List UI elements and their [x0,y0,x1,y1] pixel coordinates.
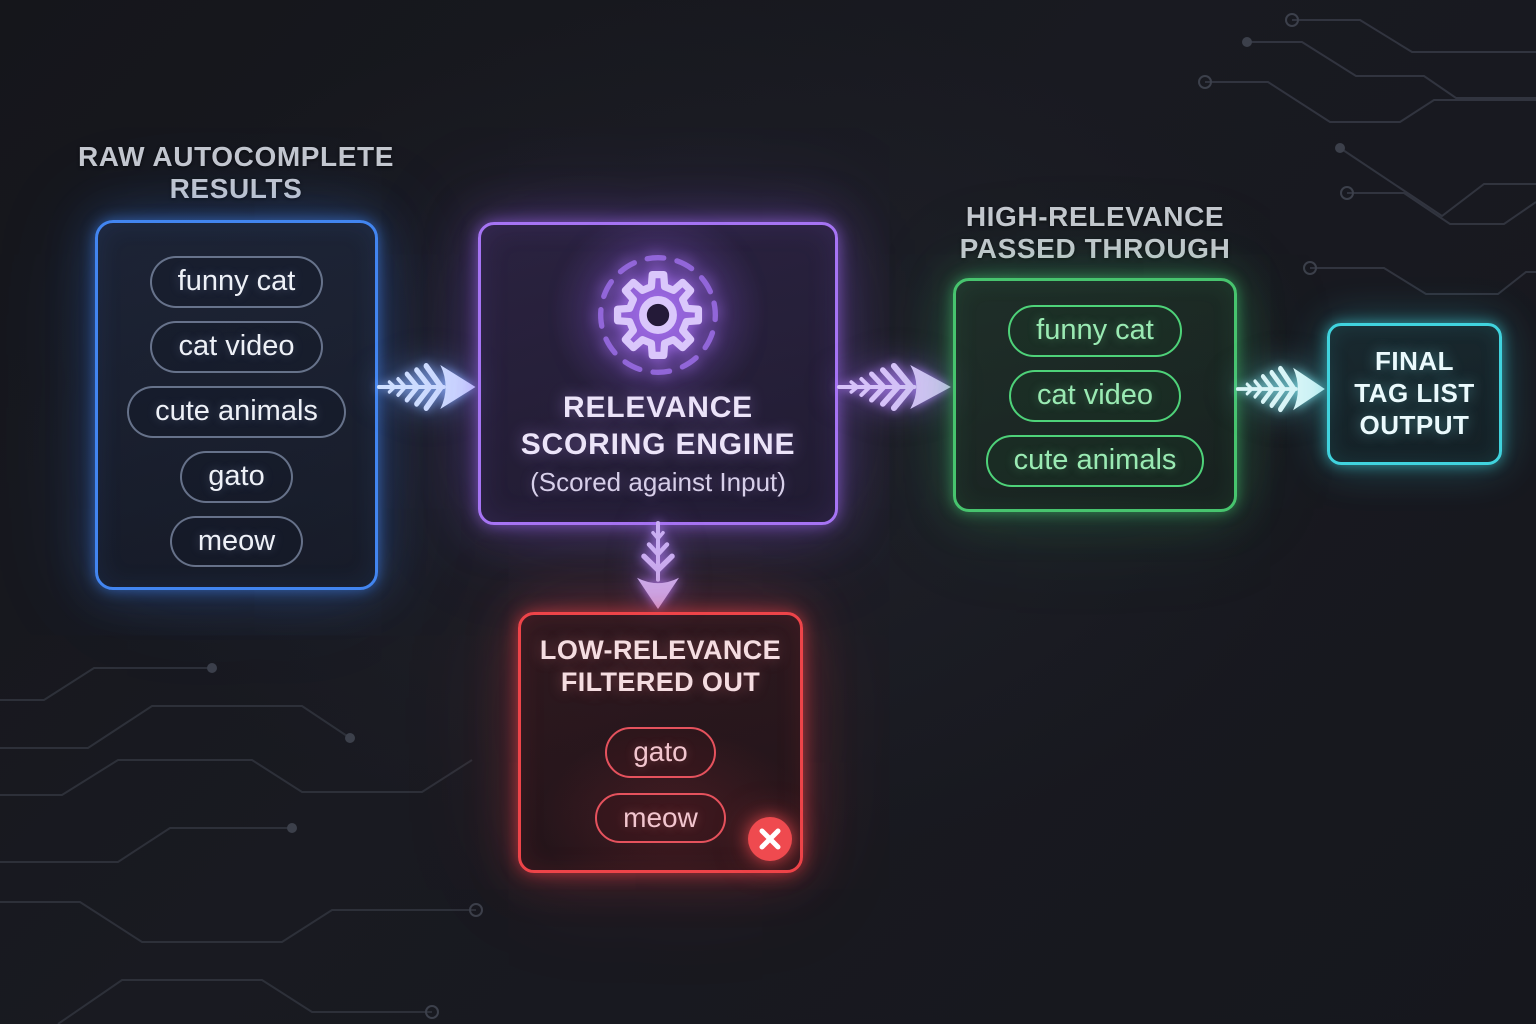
tag-funny-cat: funny cat [1008,305,1182,357]
arrow-engine-to-high [837,363,951,411]
final-output-title-line3: OUTPUT [1359,409,1470,440]
raw-results-box: funny cat cat video cute animals gato me… [95,220,378,590]
scoring-engine-title-line1: RELEVANCE [562,391,753,424]
arrow-raw-to-engine [377,363,476,411]
high-relevance-label-line1: HIGH-RELEVANCE [965,201,1225,232]
final-output-title: FINAL TAG LIST OUTPUT [1354,346,1475,441]
low-relevance-title: LOW-RELEVANCE FILTERED OUT [540,635,781,699]
tag-cute-animals: cute animals [127,385,346,438]
tag-gato: gato [605,726,716,778]
arrow-high-to-final [1236,365,1325,413]
x-circle-icon [748,817,792,861]
low-relevance-box: LOW-RELEVANCE FILTERED OUT gato meow [518,612,803,873]
tag-cat-video: cat video [1008,369,1182,422]
scoring-engine-box: RELEVANCE SCORING ENGINE (Scored against… [478,222,838,525]
raw-results-label: RAW AUTOCOMPLETE RESULTS [66,141,406,206]
final-output-title-line1: FINAL [1374,346,1455,377]
tag-meow: meow [169,515,304,568]
high-relevance-label-line2: PASSED THROUGH [959,233,1231,265]
arrow-engine-to-low [637,521,679,610]
tag-funny-cat: funny cat [149,256,324,308]
raw-results-label-line1: RAW AUTOCOMPLETE [77,141,395,172]
scoring-engine-title: RELEVANCE SCORING ENGINE [521,389,796,463]
scoring-engine-subtitle: (Scored against Input) [530,467,786,498]
final-output-box: FINAL TAG LIST OUTPUT [1327,323,1502,465]
gear-icon [590,247,726,383]
low-relevance-title-line1: LOW-RELEVANCE [539,635,782,665]
raw-results-label-line2: RESULTS [169,173,303,205]
scoring-engine-title-line2: SCORING ENGINE [520,428,796,462]
tag-cute-animals: cute animals [985,434,1205,487]
high-relevance-box: funny cat cat video cute animals [953,278,1237,512]
high-relevance-label: HIGH-RELEVANCE PASSED THROUGH [935,201,1255,266]
final-output-title-line2: TAG LIST [1354,378,1475,409]
tag-meow: meow [595,792,726,844]
low-relevance-title-line2: FILTERED OUT [560,666,761,697]
tag-cat-video: cat video [150,320,323,373]
tag-gato: gato [180,450,293,503]
low-relevance-tags: gato meow [595,726,726,844]
